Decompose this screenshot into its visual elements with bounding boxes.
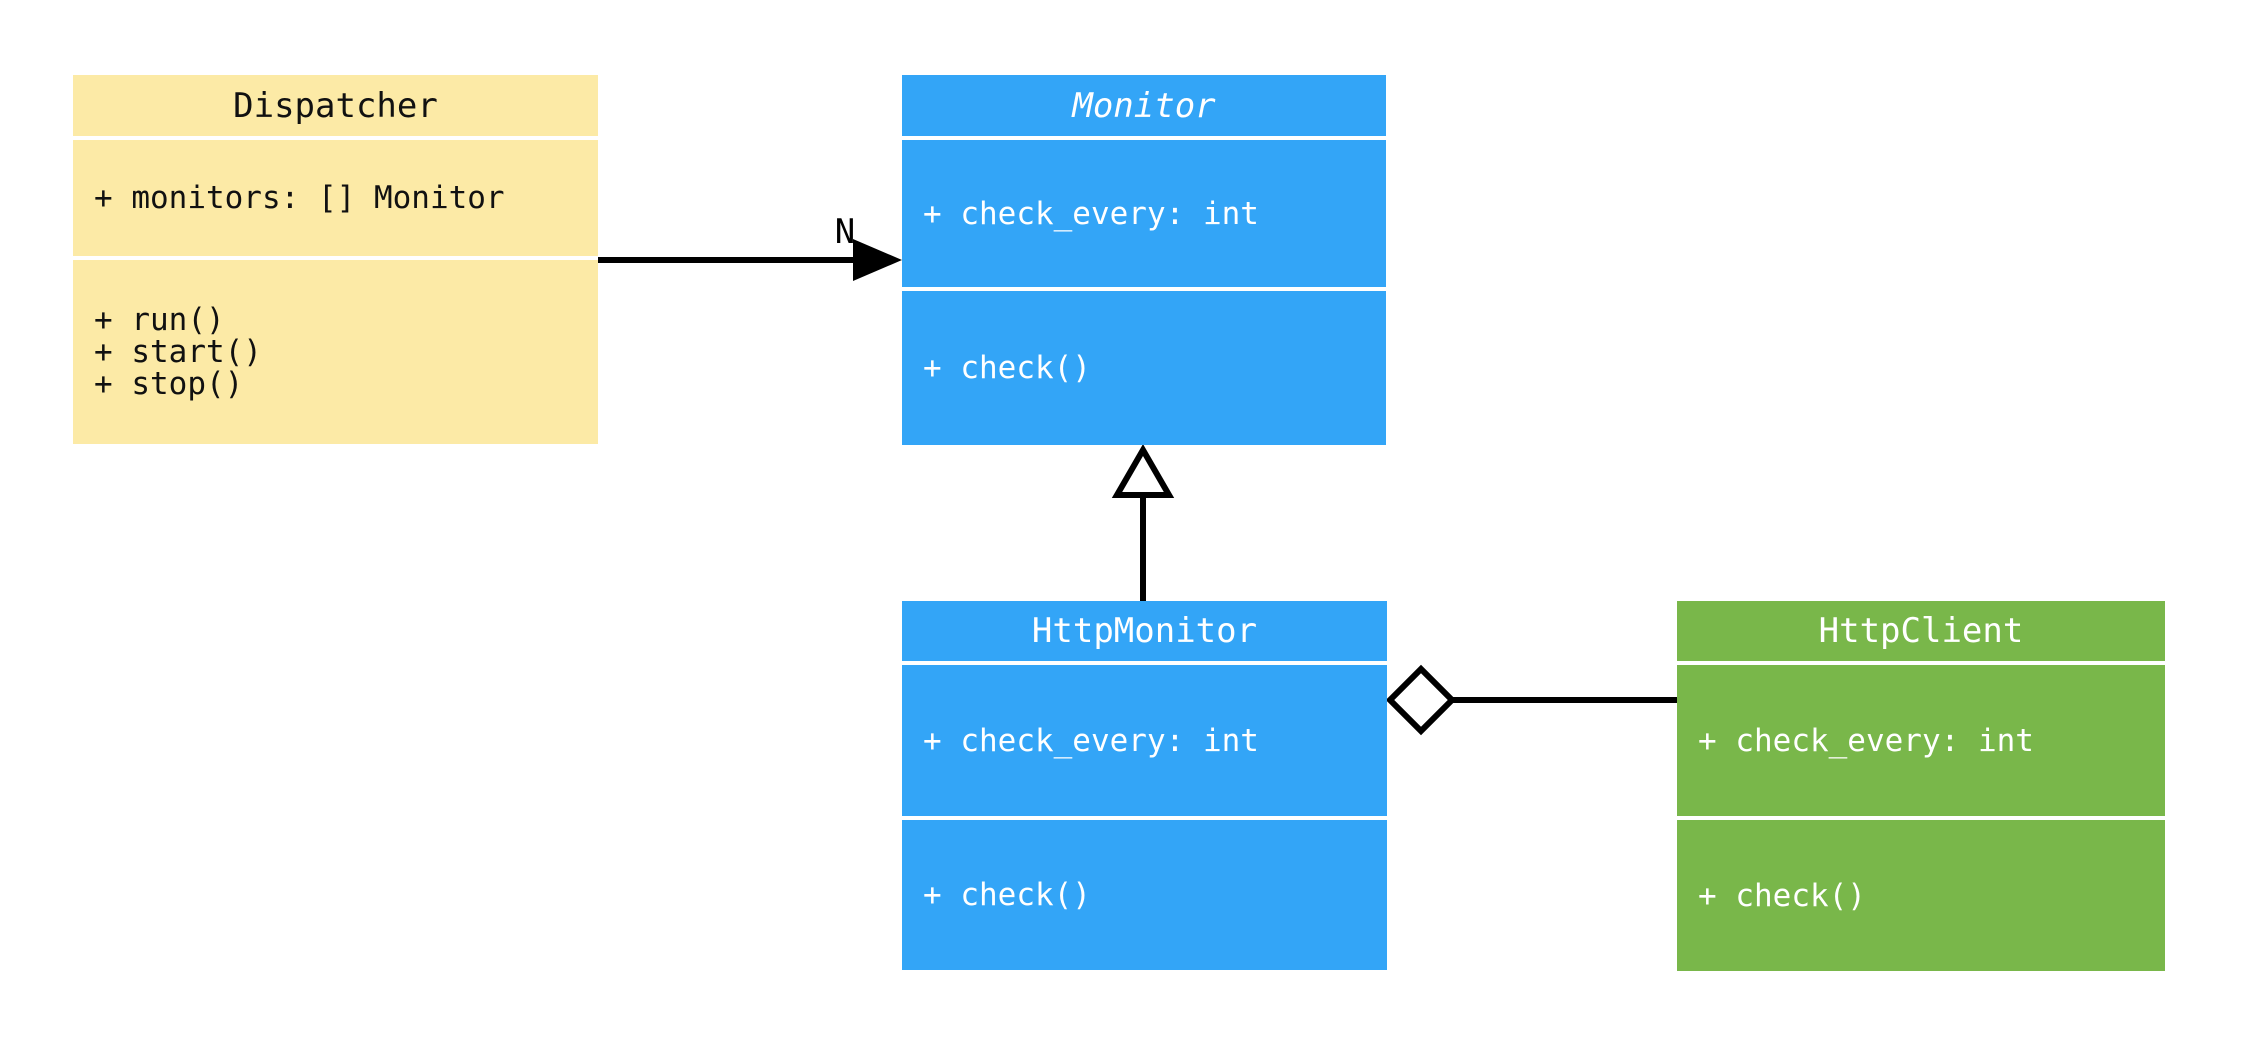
attributes-compartment: + check_every: int bbox=[902, 140, 1386, 287]
association-dispatcher-monitor: N bbox=[598, 212, 902, 281]
method-item: + check() bbox=[923, 877, 1091, 913]
class-node-monitor[interactable]: Monitor + check_every: int + check() bbox=[902, 75, 1386, 445]
method-item: + stop() bbox=[94, 366, 244, 402]
method-item: + start() bbox=[94, 334, 262, 370]
method-item: + check() bbox=[1698, 877, 1866, 914]
methods-compartment: + check() bbox=[1677, 820, 2165, 971]
methods-compartment: + run() + start() + stop() bbox=[73, 260, 598, 444]
inheritance-httpmonitor-monitor bbox=[1111, 444, 1175, 601]
class-title: Monitor bbox=[902, 75, 1386, 136]
attribute-item: + check_every: int bbox=[1698, 722, 2034, 759]
multiplicity-label: N bbox=[835, 212, 855, 252]
aggregation-httpmonitor-httpclient bbox=[1385, 664, 1677, 736]
class-title: HttpClient bbox=[1677, 601, 2165, 661]
class-title: Dispatcher bbox=[73, 75, 598, 136]
attribute-item: + check_every: int bbox=[923, 722, 1259, 759]
attributes-compartment: + monitors: [] Monitor bbox=[73, 140, 598, 256]
class-node-dispatcher[interactable]: Dispatcher + monitors: [] Monitor + run(… bbox=[73, 75, 598, 444]
methods-compartment: + check() bbox=[902, 820, 1387, 970]
attributes-compartment: + check_every: int bbox=[902, 665, 1387, 816]
class-node-httpmonitor[interactable]: HttpMonitor + check_every: int + check() bbox=[902, 601, 1387, 970]
attribute-item: + monitors: [] Monitor bbox=[94, 180, 505, 216]
attribute-item: + check_every: int bbox=[923, 195, 1259, 232]
methods-compartment: + check() bbox=[902, 291, 1386, 445]
class-node-httpclient[interactable]: HttpClient + check_every: int + check() bbox=[1677, 601, 2165, 971]
method-item: + check() bbox=[923, 350, 1091, 386]
inheritance-triangle-icon bbox=[1111, 444, 1175, 498]
method-item: + run() bbox=[94, 302, 225, 338]
class-title: HttpMonitor bbox=[902, 601, 1387, 661]
aggregation-diamond-icon bbox=[1385, 664, 1457, 736]
attributes-compartment: + check_every: int bbox=[1677, 665, 2165, 816]
association-arrowhead-icon bbox=[853, 239, 902, 281]
